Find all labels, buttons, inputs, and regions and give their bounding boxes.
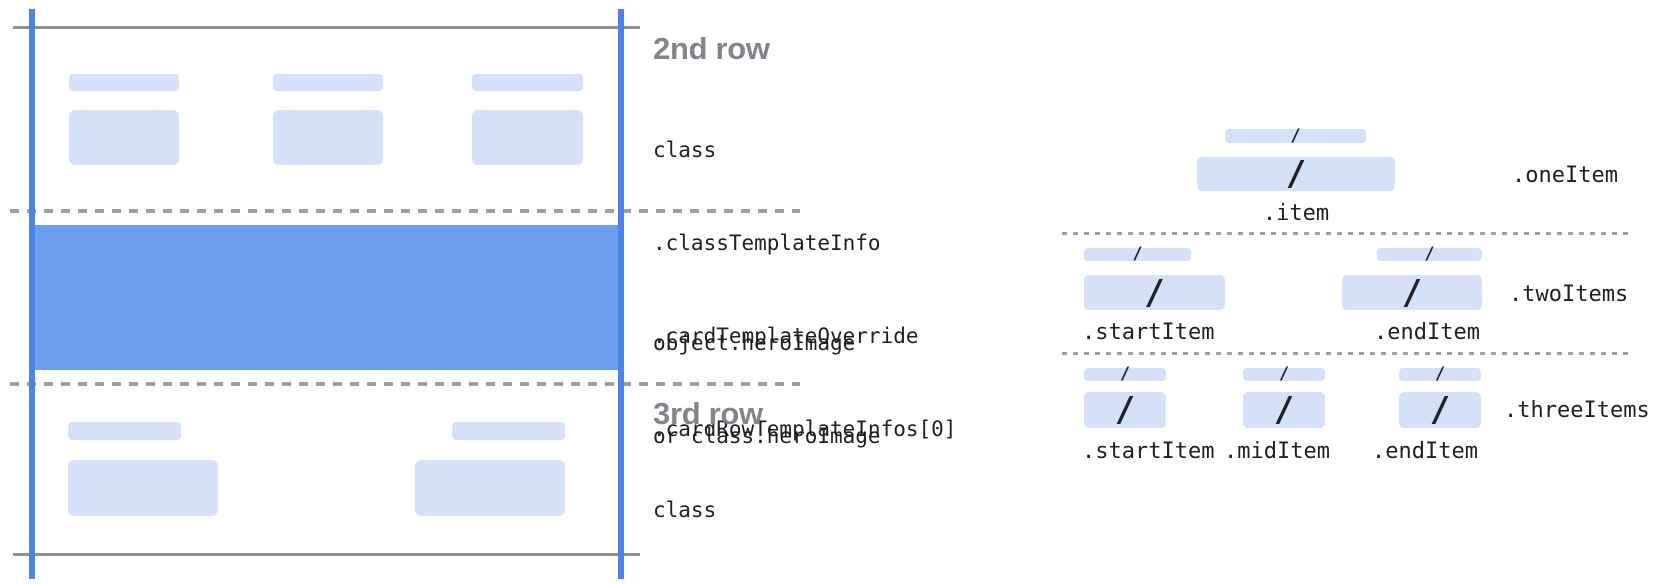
card-top-line [13,26,640,29]
code-line: class [653,498,717,522]
three-items-mid-label: .midItem [1224,439,1330,464]
row-separator-dashed-line [10,382,800,386]
slash-icon: / [1132,244,1143,264]
layout-separator-dashed-line [1062,232,1630,235]
second-row-code-path: class .classTemplateInfo .cardTemplateOv… [653,73,956,507]
code-line: .cardRowTemplateInfos[0] [653,417,957,441]
third-row-heading: 3rd row [653,396,763,431]
three-items-end-label: .endItem [1372,439,1478,464]
card-left-guide-line [29,9,35,579]
three-items-group-label: .threeItems [1504,398,1650,423]
one-item-item-label: .item [1262,201,1330,226]
two-items-start-value-bar: / [1084,275,1225,310]
three-items-mid-label-bar: / [1243,364,1325,384]
slash-icon: / [1278,364,1290,384]
two-items-start-label: .startItem [1082,320,1215,345]
slash-icon: / [1273,390,1295,430]
code-line: .classTemplateInfo [653,231,881,255]
two-items-end-value-bar: / [1342,275,1482,310]
third-row-end-value-placeholder [415,460,565,516]
second-row-item2-label-placeholder [273,74,383,91]
second-row-item1-label-placeholder [69,74,179,91]
slash-icon: / [1119,364,1131,384]
third-row-start-value-placeholder [68,460,218,516]
second-row-heading: 2nd row [653,31,770,66]
three-items-end-label-bar: / [1399,364,1481,384]
two-items-end-label: .endItem [1374,320,1480,345]
card-right-guide-line [618,9,624,579]
two-items-end-label-bar: / [1377,244,1482,264]
third-row-end-label-placeholder [452,422,565,440]
three-items-mid-value-bar: / [1243,392,1325,428]
hero-image-code-path: object.heroImage or class.heroImage [653,266,881,514]
layout-separator-dashed-line [1062,352,1630,355]
three-items-start-value-bar: / [1084,392,1166,428]
two-items-group-label: .twoItems [1509,282,1629,307]
second-row-item3-label-placeholder [472,74,583,91]
three-items-end-value-bar: / [1399,392,1481,428]
one-item-value-bar: / [1197,157,1395,191]
row-separator-dashed-line [10,209,800,213]
code-line: object.heroImage [653,331,856,355]
slash-icon: / [1401,272,1423,313]
slash-icon: / [1285,154,1307,194]
three-items-start-label: .startItem [1082,439,1215,464]
hero-image-band [33,225,621,370]
one-item-label-bar: / [1225,125,1366,146]
slash-icon: / [1429,390,1451,430]
code-line: class [653,138,717,162]
second-row-item3-value-placeholder [472,110,583,165]
second-row-annotation: 2nd row class .classTemplateInfo .cardTe… [653,33,956,507]
two-items-start-label-bar: / [1084,244,1191,264]
second-row-item1-value-placeholder [69,110,179,165]
third-row-annotation: 3rd row class .classTemplateInfo .cardTe… [653,398,956,584]
second-row-item2-value-placeholder [273,110,383,165]
three-items-start-label-bar: / [1084,364,1166,384]
code-line: or class.heroImage [653,424,881,448]
card-bottom-line [13,553,640,556]
slash-icon: / [1424,244,1435,264]
third-row-code-path: class .classTemplateInfo .cardTemplateOv… [653,438,956,584]
slash-icon: / [1434,364,1446,384]
one-item-group-label: .oneItem [1512,163,1618,188]
code-line: .cardTemplateOverride [653,324,919,348]
hero-image-annotation: object.heroImage or class.heroImage [653,266,881,514]
slash-icon: / [1290,125,1301,146]
third-row-start-label-placeholder [68,422,181,440]
slash-icon: / [1114,390,1136,430]
slash-icon: / [1144,272,1165,313]
